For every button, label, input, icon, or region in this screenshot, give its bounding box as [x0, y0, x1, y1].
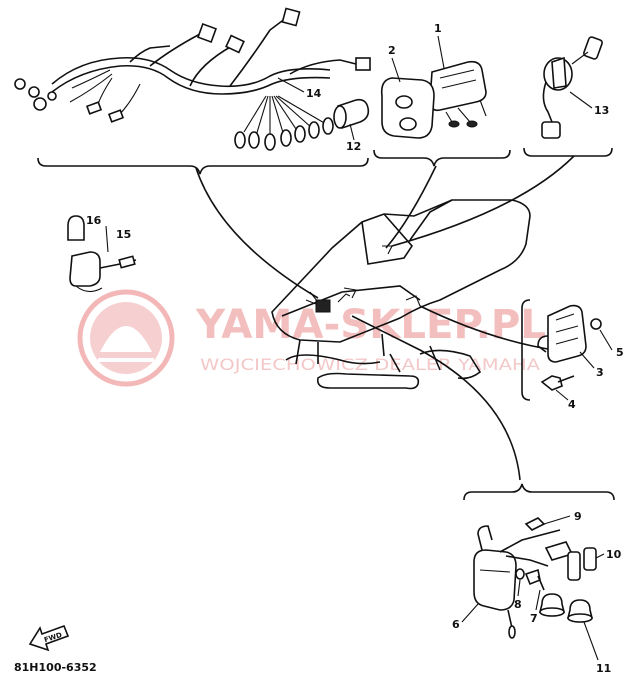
main-switch	[541, 36, 603, 139]
part-label-11: 11	[596, 662, 611, 675]
cdi-unit	[429, 60, 487, 128]
cdi-group-bracket	[373, 149, 511, 167]
watermark: YAMA-SKLEP.PL WOJCIECHOWICZ DEALER YAMAH…	[77, 289, 546, 387]
switch-group-bracket	[523, 147, 613, 157]
part-label-13: 13	[594, 104, 609, 117]
part-label-9: 9	[574, 510, 582, 523]
coil-group-bracket	[521, 299, 531, 401]
snowmobile-body	[271, 199, 531, 390]
cdi-bracket	[380, 77, 435, 139]
part-label-12: 12	[346, 140, 361, 153]
bulb-and-socket	[67, 215, 137, 293]
watermark-tagline: WOJCIECHOWICZ DEALER YAMAHA	[200, 355, 540, 374]
regulator-unit	[473, 525, 561, 639]
harness-connectors	[14, 7, 371, 151]
front-arrow-icon: FWD	[28, 624, 70, 652]
part-label-2: 2	[388, 44, 396, 57]
part-label-4: 4	[568, 398, 576, 411]
rubber-caps	[538, 593, 594, 623]
part-label-14: 14	[306, 87, 322, 100]
lower-group-bracket	[463, 483, 615, 501]
part-label-10: 10	[606, 548, 622, 561]
part-label-1: 1	[434, 22, 442, 35]
wire-harness	[51, 17, 357, 138]
part-label-6: 6	[452, 618, 460, 631]
diagram-code: 81H100-6352	[14, 661, 97, 674]
part-label-8: 8	[514, 598, 522, 611]
part-label-16: 16	[86, 214, 102, 227]
spark-plug-caps	[524, 517, 597, 591]
part-label-3: 3	[596, 366, 604, 379]
part-label-7: 7	[530, 612, 538, 625]
harness-group-bracket	[37, 157, 369, 175]
ignition-coil	[537, 304, 602, 391]
part-label-15: 15	[116, 228, 131, 241]
part-label-5: 5	[616, 346, 624, 359]
watermark-logo	[77, 289, 175, 387]
callout-lines	[195, 155, 575, 481]
connector-12	[333, 98, 370, 130]
